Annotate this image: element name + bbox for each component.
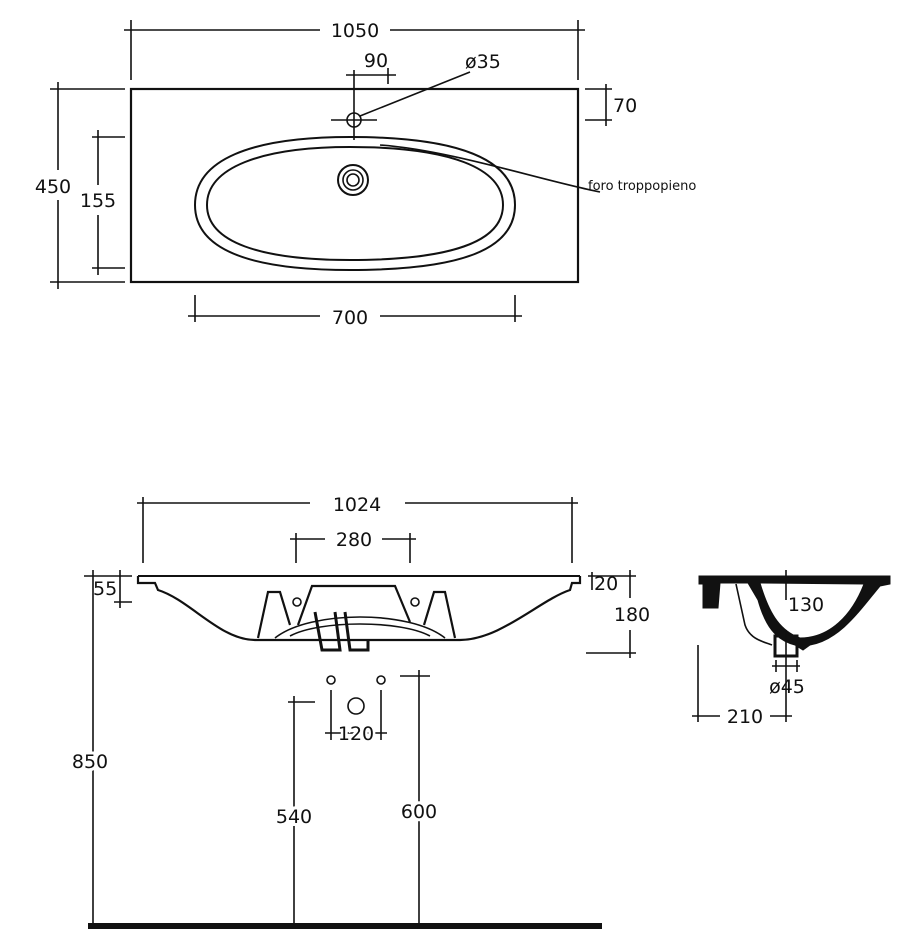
- bowl-outer: [193, 135, 517, 272]
- drain: [337, 164, 369, 196]
- dim-850: 850: [72, 751, 108, 773]
- side-profile: [698, 575, 891, 651]
- dim-700: 700: [332, 307, 368, 329]
- dim-155: 155: [80, 190, 116, 212]
- dim-120: 120: [338, 723, 374, 745]
- dim-280: 280: [336, 529, 372, 551]
- dim-1024: 1024: [333, 494, 381, 516]
- side-view: 130 ø45 210: [692, 570, 891, 728]
- dim-450: 450: [35, 176, 71, 198]
- dim-90: 90: [364, 50, 388, 72]
- dim-130: 130: [788, 594, 824, 616]
- dim-180: 180: [614, 604, 650, 626]
- dim-540: 540: [276, 806, 312, 828]
- dim-600: 600: [401, 801, 437, 823]
- front-view: 1024 280 55 850 20 180 120 540 600: [69, 494, 650, 929]
- top-view: 1050 90 ø35 70 450 155 700 foro troppopi…: [35, 20, 696, 329]
- overflow-label: foro troppopieno: [588, 179, 696, 194]
- bowl-inner: [205, 145, 505, 262]
- basin-profile: [136, 576, 582, 642]
- dim-waste-diameter: ø45: [769, 676, 805, 698]
- dim-1050: 1050: [331, 20, 379, 42]
- dim-70: 70: [613, 95, 637, 117]
- dim-55: 55: [93, 578, 117, 600]
- dim-tap-hole: ø35: [465, 51, 501, 73]
- dim-20: 20: [594, 573, 618, 595]
- dim-210: 210: [727, 706, 763, 728]
